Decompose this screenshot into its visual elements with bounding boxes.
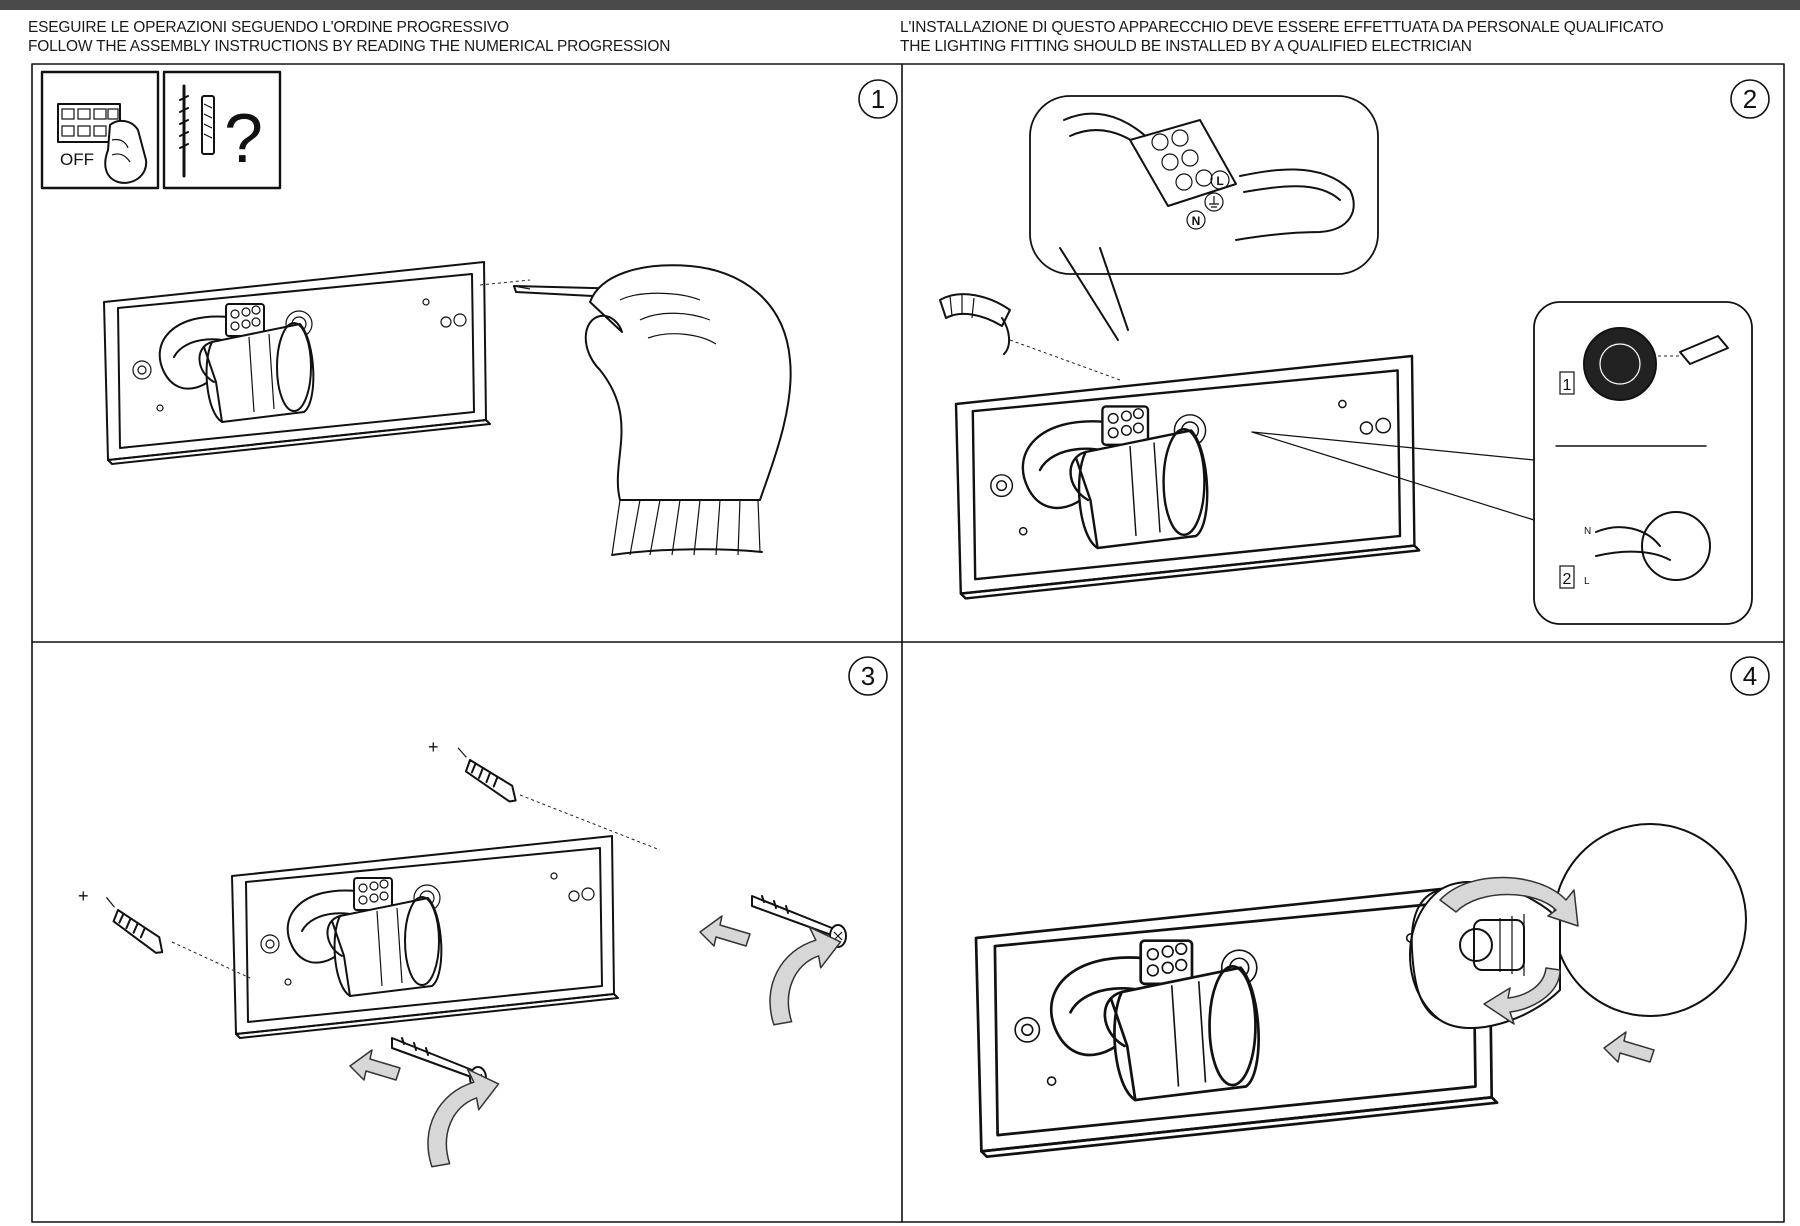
step-2-number: 2 xyxy=(1730,79,1770,119)
step-1-plate-drawing xyxy=(103,261,491,465)
drill-mark-left: + xyxy=(78,886,89,906)
insert-arrow xyxy=(1603,1031,1655,1063)
header-left: ESEGUIRE LE OPERAZIONI SEGUENDO L'ORDINE… xyxy=(28,18,670,56)
terminal-n-label: N xyxy=(1192,214,1201,228)
pencil-hand-icon xyxy=(513,264,792,556)
sub-step-1-label: 1 xyxy=(1563,377,1572,394)
step-2-plate-drawing xyxy=(954,354,1421,600)
wire-connection-bubble: 1 2 N L xyxy=(1251,301,1753,625)
push-arrow-right xyxy=(699,915,751,947)
panel-frame xyxy=(31,63,1785,1223)
ground-icon xyxy=(1209,196,1219,208)
power-off-icon: OFF xyxy=(40,70,160,190)
step-1-number-text: 1 xyxy=(871,84,885,114)
header-left-english: FOLLOW THE ASSEMBLY INSTRUCTIONS BY READ… xyxy=(28,38,671,55)
header-left-italian: ESEGUIRE LE OPERAZIONI SEGUENDO L'ORDINE… xyxy=(28,19,509,36)
step-2-number-text: 2 xyxy=(1743,84,1757,114)
terminal-l-label: L xyxy=(1216,174,1223,188)
header-right: L'INSTALLAZIONE DI QUESTO APPARECCHIO DE… xyxy=(900,18,1664,56)
step-4-number: 4 xyxy=(1730,656,1770,696)
terminal-detail-bubble: N L xyxy=(1029,95,1379,341)
screw-bottom xyxy=(391,1037,487,1090)
wire-n-label: N xyxy=(1584,526,1591,537)
step-4-number-text: 4 xyxy=(1743,661,1757,691)
wire-l-label: L xyxy=(1584,576,1590,587)
step-2-panel: 2 N L xyxy=(939,79,1770,625)
step-3-plate-drawing xyxy=(231,835,619,1039)
rotate-arrow-bottom xyxy=(414,1063,512,1168)
sub-step-2-label: 2 xyxy=(1563,571,1572,588)
step-4-panel: 4 xyxy=(974,656,1770,1159)
step-1-number: 1 xyxy=(858,79,898,119)
incoming-cable xyxy=(939,293,1011,355)
wall-plug-top xyxy=(449,746,524,804)
step-3-panel: 3 + + xyxy=(78,656,888,1168)
push-arrow-bottom xyxy=(349,1049,401,1081)
drill-mark-top: + xyxy=(428,737,439,757)
tools-required-icon: ? xyxy=(162,70,282,190)
off-label: OFF xyxy=(60,150,94,169)
header-right-english: THE LIGHTING FITTING SHOULD BE INSTALLED… xyxy=(900,38,1472,55)
wall-plug-left xyxy=(96,896,172,956)
light-bulb xyxy=(1409,823,1747,1029)
top-bar xyxy=(0,0,1800,10)
question-mark: ? xyxy=(224,99,263,177)
header-right-italian: L'INSTALLAZIONE DI QUESTO APPARECCHIO DE… xyxy=(900,19,1664,36)
step-1-panel: 1 OFF ? xyxy=(40,70,898,556)
step-3-number-text: 3 xyxy=(861,661,875,691)
step-3-number: 3 xyxy=(848,656,888,696)
